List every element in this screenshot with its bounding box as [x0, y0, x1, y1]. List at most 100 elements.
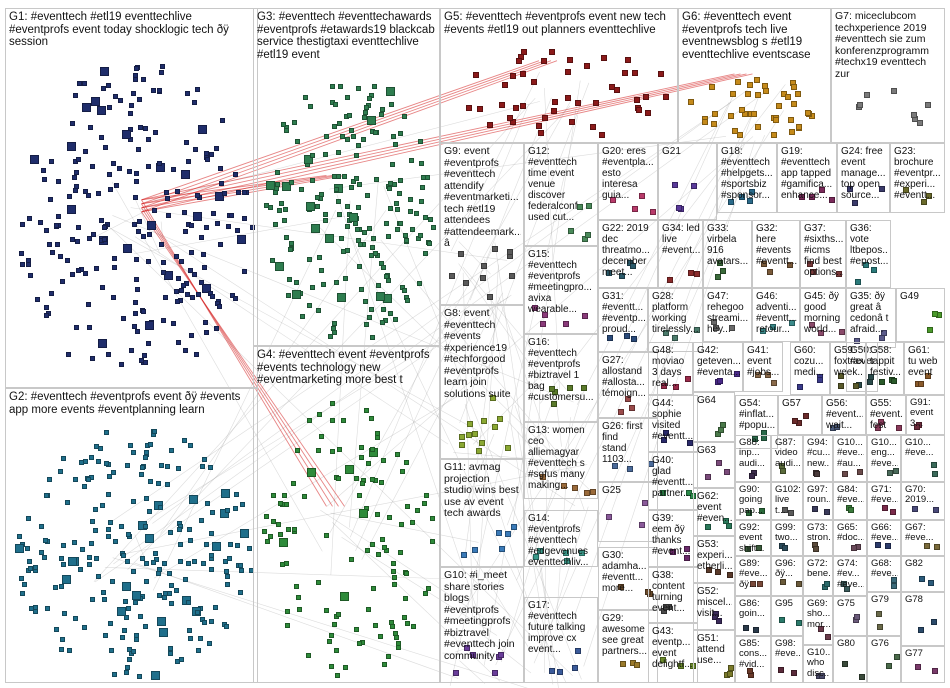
group-g45: G45: ðÿ good morning world... — [800, 288, 846, 342]
graph-node — [85, 301, 91, 307]
group-nodes — [804, 436, 832, 481]
graph-node — [127, 656, 133, 662]
graph-node — [385, 653, 391, 659]
graph-node — [137, 97, 143, 103]
graph-node — [854, 278, 861, 285]
graph-node — [378, 633, 384, 639]
graph-node — [807, 261, 814, 268]
graph-node — [791, 670, 797, 677]
graph-node — [761, 261, 768, 268]
graph-node — [548, 386, 555, 393]
graph-node — [575, 648, 582, 655]
graph-node — [119, 635, 125, 641]
graph-node — [270, 493, 276, 499]
graph-node — [239, 568, 245, 574]
graph-node — [548, 668, 555, 675]
graph-node — [24, 545, 30, 551]
graph-node — [571, 485, 578, 492]
graph-node — [917, 380, 924, 387]
group-g84: G84: #eve... — [833, 482, 867, 520]
graph-node — [33, 609, 39, 615]
graph-node — [459, 442, 466, 449]
graph-node — [215, 220, 221, 226]
graph-node — [521, 49, 528, 56]
graph-node — [91, 231, 97, 237]
graph-node — [183, 347, 189, 353]
graph-node — [127, 443, 133, 448]
graph-node — [709, 84, 716, 91]
graph-node — [152, 130, 158, 136]
group-g46: G46: adventi... #eventt... retour... — [752, 288, 800, 342]
graph-node — [316, 411, 322, 417]
graph-node — [339, 236, 345, 242]
graph-node — [791, 83, 798, 90]
graph-node — [408, 209, 414, 215]
graph-node — [174, 587, 180, 593]
graph-node — [633, 96, 640, 103]
graph-node — [701, 119, 708, 126]
group-g53: G53: experi... etherli... — [693, 536, 735, 583]
graph-node — [330, 417, 336, 423]
group-nodes — [847, 289, 895, 347]
graph-node — [370, 541, 376, 547]
group-g69: G69: sho... mor... — [803, 596, 833, 645]
graph-node — [262, 529, 268, 535]
graph-node — [69, 272, 75, 278]
graph-node — [854, 337, 861, 344]
group-label: G28: platform working tirelessly... — [652, 291, 699, 335]
group-label: G51: attend use... — [697, 633, 725, 666]
group-g68: G68: #eve... — [867, 556, 901, 592]
graph-node — [200, 252, 206, 258]
graph-node — [328, 333, 334, 339]
group-label: G10... #eve... #au... — [837, 438, 864, 469]
graph-node — [171, 320, 177, 326]
graph-node — [816, 376, 823, 383]
graph-node — [363, 322, 369, 328]
graph-node — [886, 469, 893, 476]
graph-node — [188, 268, 194, 274]
graph-node — [204, 329, 210, 335]
graph-node — [175, 465, 181, 471]
graph-node — [852, 382, 859, 389]
graph-node — [207, 640, 213, 646]
graph-node — [449, 273, 456, 280]
graph-node — [851, 200, 858, 207]
graph-node — [492, 424, 499, 430]
graph-node — [43, 537, 49, 543]
graph-node — [364, 548, 370, 554]
group-label: G79 — [871, 595, 889, 605]
graph-node — [132, 323, 138, 329]
graph-node — [140, 465, 146, 471]
graph-node — [143, 523, 149, 529]
graph-node — [925, 373, 932, 380]
graph-node — [122, 244, 132, 254]
graph-node — [102, 632, 108, 638]
graph-node — [388, 101, 394, 107]
graph-node — [360, 137, 366, 143]
graph-node — [706, 567, 713, 574]
graph-node — [278, 200, 284, 206]
graph-node — [181, 209, 187, 215]
graph-node — [110, 470, 116, 476]
graph-node — [133, 300, 139, 306]
graph-node — [295, 595, 301, 601]
graph-node — [82, 625, 88, 631]
graph-node — [717, 259, 724, 266]
graph-node — [515, 58, 522, 65]
group-nodes — [694, 631, 734, 682]
graph-node — [19, 221, 25, 227]
group-label: G19: #eventtech app tapped #gamifica... … — [781, 146, 833, 201]
graph-node — [119, 361, 125, 367]
group-g79: G79 — [867, 592, 901, 636]
graph-node — [38, 219, 44, 225]
graph-node — [299, 186, 305, 192]
group-nodes — [891, 144, 944, 212]
graph-node — [840, 580, 847, 587]
graph-node — [138, 471, 144, 477]
graph-node — [203, 541, 209, 547]
graph-node — [362, 110, 368, 116]
graph-node — [76, 268, 82, 274]
graph-node — [782, 545, 789, 552]
graph-node — [200, 464, 206, 470]
graph-node — [850, 544, 857, 551]
